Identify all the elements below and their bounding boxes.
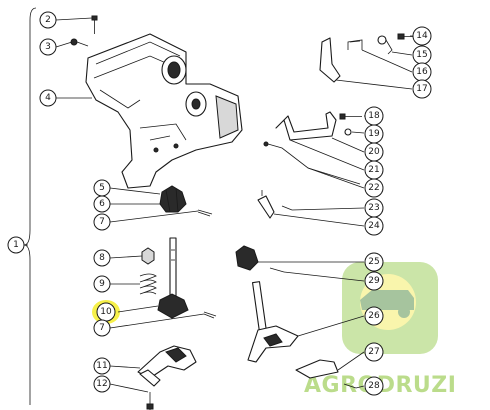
callout-12: 12: [93, 375, 111, 393]
bolt-part-3: [70, 38, 89, 47]
bolt-part-18: [339, 113, 362, 120]
pin-part-7b: [203, 311, 217, 319]
svg-text:26: 26: [368, 311, 380, 321]
callout-14: 14: [412, 26, 432, 46]
housing-part-4: [85, 33, 243, 189]
screw-part-2: [91, 15, 98, 34]
svg-text:10: 10: [100, 307, 112, 317]
callout-8: 8: [93, 249, 111, 267]
callout-11: 11: [93, 357, 111, 375]
pin-part-23: [281, 205, 293, 211]
callout-17: 17: [412, 79, 432, 99]
svg-text:22: 22: [368, 183, 379, 193]
svg-text:11: 11: [96, 361, 107, 371]
svg-text:12: 12: [96, 379, 107, 389]
svg-text:7: 7: [99, 217, 105, 227]
callout-16: 16: [412, 62, 432, 82]
callout-24: 24: [364, 216, 384, 236]
callout-26: 26: [364, 306, 384, 326]
callout-23: 23: [364, 198, 384, 218]
svg-text:20: 20: [368, 147, 380, 157]
spring-part-9: [139, 273, 157, 295]
assembly-brace: [23, 7, 37, 405]
lever-part-24: [257, 190, 275, 219]
svg-text:27: 27: [368, 347, 379, 357]
svg-text:5: 5: [99, 183, 105, 193]
svg-text:2: 2: [45, 15, 51, 25]
callout-9: 9: [93, 275, 111, 293]
svg-text:18: 18: [368, 111, 380, 121]
callout-3: 3: [39, 38, 57, 56]
watermark-logo: [342, 262, 438, 354]
svg-text:23: 23: [368, 203, 379, 213]
svg-text:9: 9: [99, 279, 105, 289]
callout-20: 20: [364, 142, 384, 162]
svg-text:21: 21: [368, 165, 379, 175]
callout-4: 4: [39, 89, 57, 107]
rod-part-22: [263, 141, 361, 185]
svg-text:7: 7: [99, 323, 105, 333]
leader-lines: [24, 17, 422, 393]
svg-text:15: 15: [416, 50, 427, 60]
callout-22: 22: [364, 178, 384, 198]
svg-text:28: 28: [368, 381, 380, 391]
washer-part-19: [344, 128, 352, 136]
svg-text:19: 19: [368, 129, 380, 139]
callout-7a: 7: [93, 213, 111, 231]
clip-part-15: [377, 35, 393, 55]
lever-part-11: [137, 345, 197, 387]
link-part-27: [295, 359, 339, 379]
callout-25: 25: [364, 252, 384, 272]
svg-text:3: 3: [45, 42, 51, 52]
svg-text:17: 17: [416, 84, 427, 94]
lever-part-17: [319, 37, 341, 83]
callout-28: 28: [364, 376, 384, 396]
svg-text:25: 25: [368, 257, 379, 267]
pin-part-7a: [197, 209, 213, 217]
knob-part-25: [235, 245, 259, 271]
lever-assembly-part-26: [247, 281, 299, 363]
star-knob-part-6: [159, 185, 187, 213]
shaft-part-10: [157, 237, 189, 319]
callout-7b: 7: [93, 319, 111, 337]
callout-15: 15: [412, 45, 432, 65]
callout-29: 29: [364, 271, 384, 291]
svg-text:1: 1: [13, 240, 19, 250]
bolt-part-12: [146, 392, 154, 410]
bracket-part-20: [275, 111, 337, 141]
svg-text:4: 4: [45, 93, 51, 103]
svg-text:14: 14: [416, 31, 428, 41]
pin-part-28: [343, 383, 357, 389]
svg-text:24: 24: [368, 221, 380, 231]
svg-text:8: 8: [99, 253, 105, 263]
callout-10: 10: [96, 302, 116, 322]
svg-text:29: 29: [368, 276, 380, 286]
callout-6: 6: [93, 195, 111, 213]
callout-19: 19: [364, 124, 384, 144]
callout-1: 1: [7, 236, 25, 254]
spring-part-16: [347, 39, 363, 50]
callout-2: 2: [39, 11, 57, 29]
pin-part-29: [269, 267, 285, 273]
svg-text:6: 6: [99, 199, 105, 209]
callout-21: 21: [364, 160, 384, 180]
callout-5: 5: [93, 179, 111, 197]
callout-27: 27: [364, 342, 384, 362]
callout-18: 18: [364, 106, 384, 126]
nut-part-8: [141, 247, 155, 265]
svg-text:16: 16: [416, 67, 428, 77]
